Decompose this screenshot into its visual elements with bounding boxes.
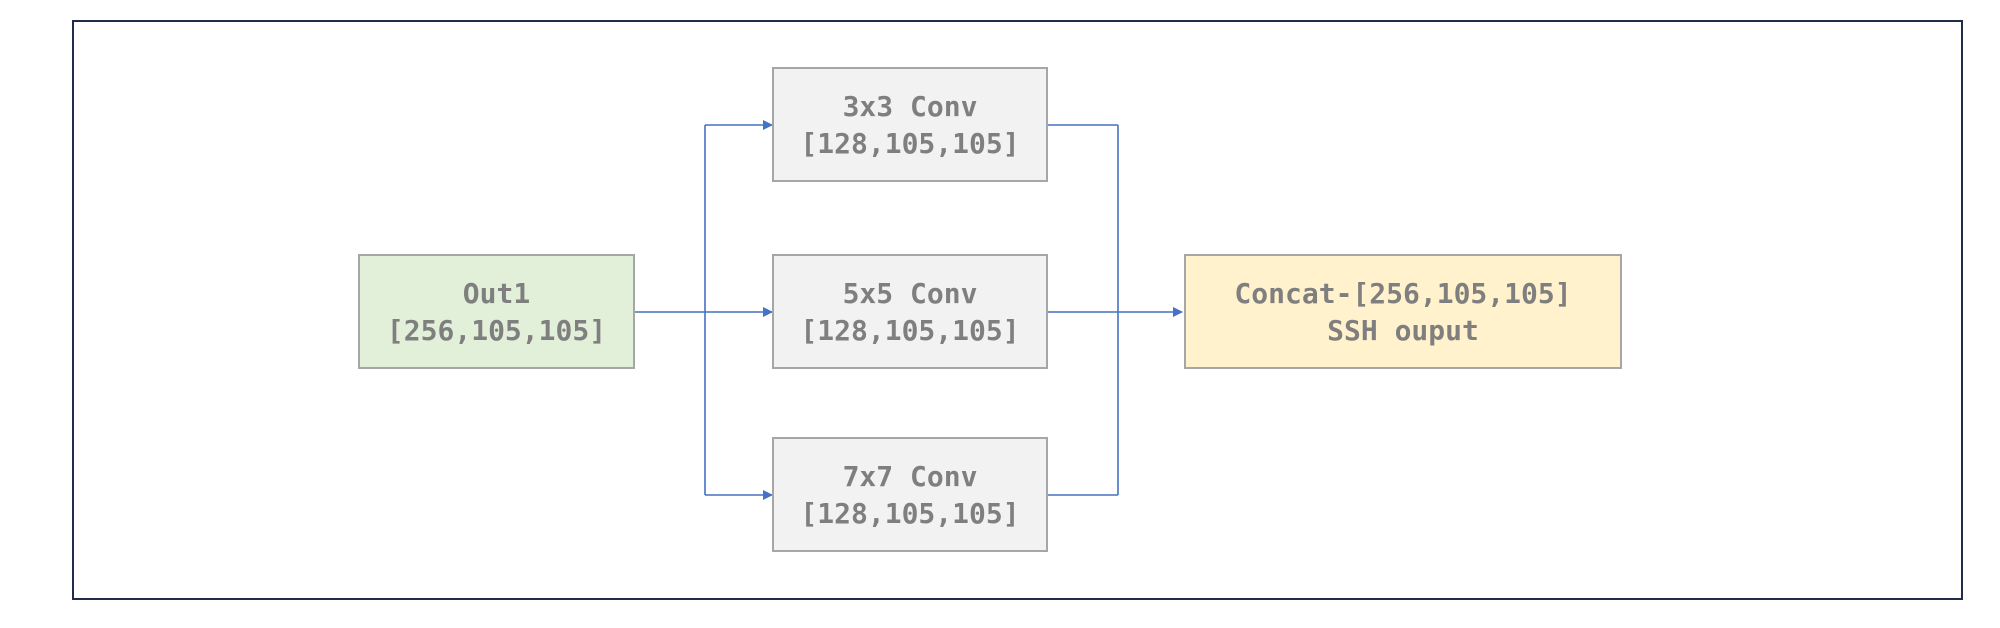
output-node-title: Concat-[256,105,105] [1234, 276, 1572, 310]
output-node-subtitle: SSH ouput [1327, 313, 1479, 347]
conv-node-shape: [128,105,105] [800, 496, 1020, 530]
input-node-out1: Out1 [256,105,105] [358, 254, 635, 369]
conv-node-3x3: 3x3 Conv [128,105,105] [772, 67, 1048, 182]
conv-node-7x7: 7x7 Conv [128,105,105] [772, 437, 1048, 552]
conv-node-title: 3x3 Conv [842, 89, 978, 123]
conv-node-title: 7x7 Conv [842, 459, 978, 493]
conv-node-5x5: 5x5 Conv [128,105,105] [772, 254, 1048, 369]
conv-node-shape: [128,105,105] [800, 313, 1020, 347]
conv-node-shape: [128,105,105] [800, 126, 1020, 160]
diagram-frame [72, 20, 1963, 600]
input-node-shape: [256,105,105] [386, 313, 607, 347]
output-node-concat: Concat-[256,105,105] SSH ouput [1184, 254, 1622, 369]
conv-node-title: 5x5 Conv [842, 276, 978, 310]
input-node-title: Out1 [462, 276, 531, 310]
